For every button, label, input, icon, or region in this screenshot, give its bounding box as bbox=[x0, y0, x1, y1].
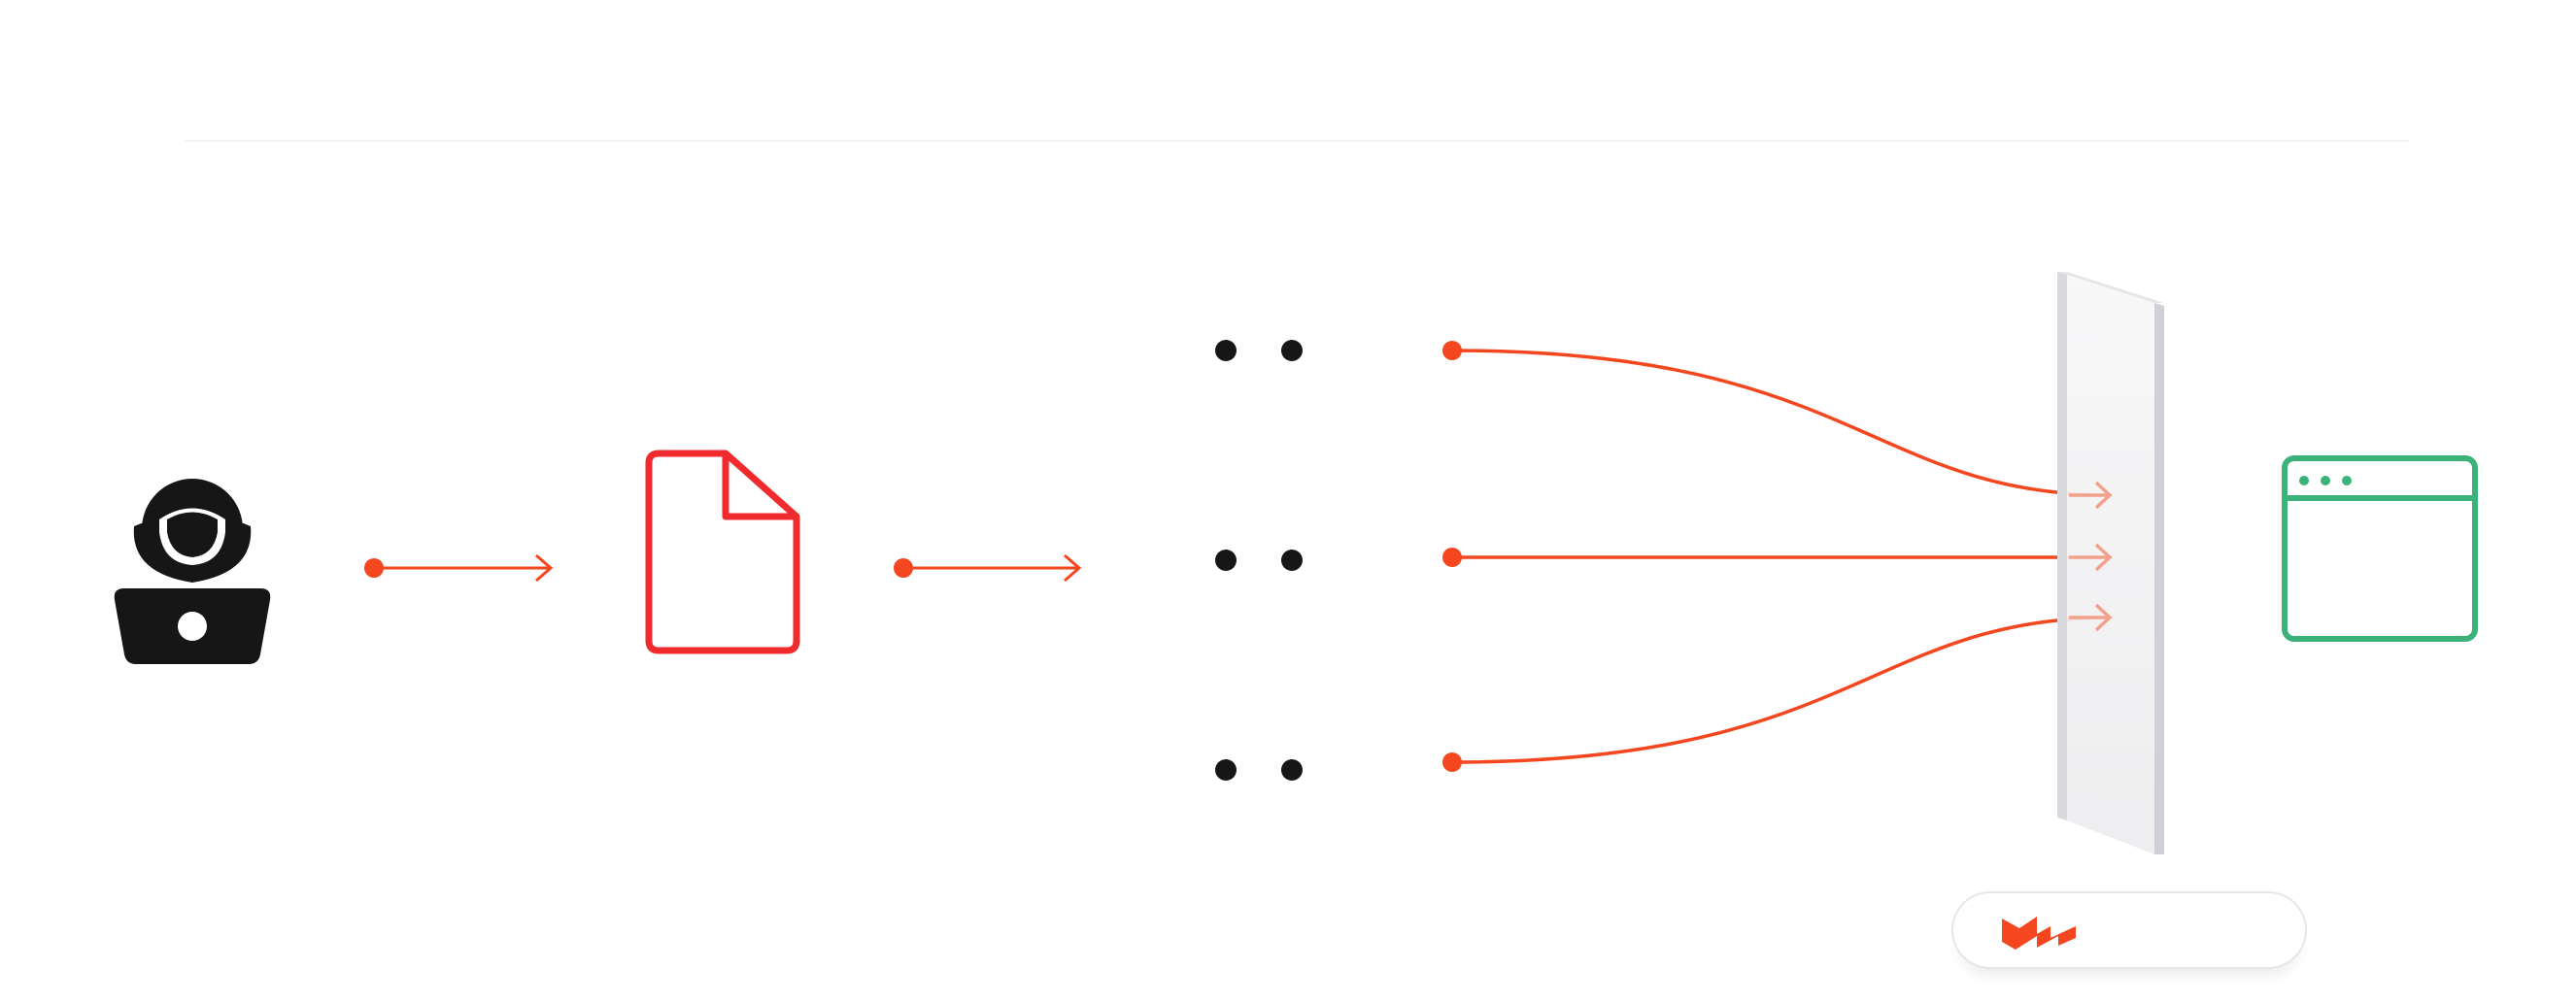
lightning-logo-icon bbox=[2002, 917, 2076, 950]
document-icon bbox=[645, 450, 800, 654]
brand-badge bbox=[1951, 891, 2307, 969]
faded-arrow-heads bbox=[2069, 481, 2113, 632]
node-dots bbox=[1215, 340, 1303, 781]
attack-lines bbox=[1442, 341, 2114, 772]
node-dot bbox=[1281, 759, 1303, 781]
arrow-attacker-to-file bbox=[364, 553, 554, 583]
arrow-file-to-nodes bbox=[894, 553, 1082, 583]
hooded-attacker-icon bbox=[114, 479, 271, 664]
node-dot bbox=[1215, 550, 1237, 571]
browser-window-icon bbox=[2282, 455, 2478, 642]
node-dot bbox=[1215, 340, 1237, 361]
node-dot bbox=[1281, 550, 1303, 571]
node-dot bbox=[1215, 759, 1237, 781]
firewall-wall bbox=[2057, 272, 2164, 854]
node-dot bbox=[1281, 340, 1303, 361]
